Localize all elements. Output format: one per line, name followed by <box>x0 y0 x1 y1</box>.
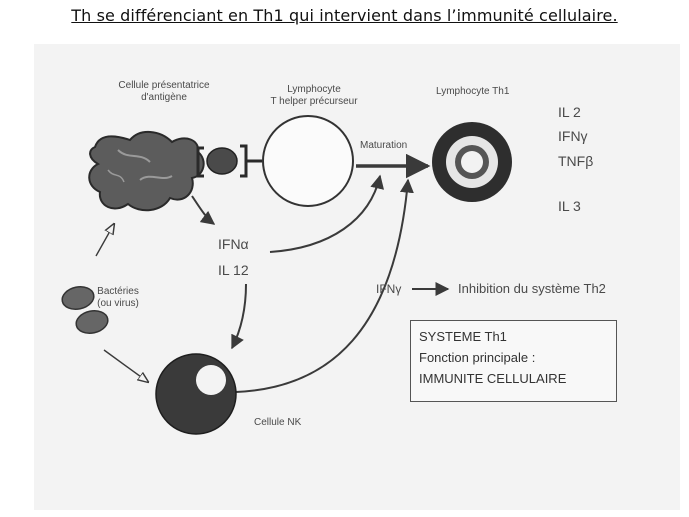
bacteria-label-line2: (ou virus) <box>97 298 139 309</box>
bacteria-to-nk-arrow <box>103 349 148 382</box>
precursor-lymphocyte <box>262 115 354 207</box>
nk-cell <box>155 353 237 435</box>
cytokine-tnf-beta: TNFβ <box>558 153 594 169</box>
system-box-line1: SYSTEME Th1 <box>419 329 507 344</box>
precursor-label: Lymphocyte T helper précurseur <box>244 84 384 108</box>
mhc-bracket <box>196 146 204 178</box>
apc-label-line1: Cellule présentatrice <box>118 80 210 91</box>
bacterium-1 <box>61 285 95 311</box>
apc-to-cytokine-arrow <box>191 195 216 225</box>
ifn-gamma-nk-label: IFNγ <box>376 282 402 296</box>
il12-to-nk-arrow <box>231 283 247 350</box>
cytokine-ifn-gamma: IFNγ <box>558 128 588 144</box>
il12-label: IL 12 <box>218 262 249 278</box>
nk-label: Cellule NK <box>254 417 302 428</box>
bacterium-2 <box>75 309 109 335</box>
diagram-background <box>34 44 680 510</box>
system-box-line2: Fonction principale : <box>419 350 536 365</box>
th1-label: Lymphocyte Th1 <box>436 86 510 97</box>
tcr-receptor <box>240 144 262 178</box>
bacteria-label-line1: Bactéries <box>97 286 139 297</box>
apc-cell <box>88 131 205 212</box>
maturation-label: Maturation <box>360 140 408 151</box>
slide-title: Th se différenciant en Th1 qui intervien… <box>71 6 618 25</box>
nk-to-maturation-arrow <box>235 178 414 393</box>
system-box-line3: IMMUNITE CELLULAIRE <box>419 371 567 386</box>
apc-label: Cellule présentatrice d'antigène <box>94 80 234 104</box>
bacteria-label: Bactéries (ou virus) <box>88 286 148 310</box>
il12-to-maturation-arrow <box>269 174 385 253</box>
inhibition-label: Inhibition du système Th2 <box>458 281 606 296</box>
bacteria-to-apc-arrow <box>95 224 114 257</box>
system-th1-box: SYSTEME Th1 Fonction principale : IMMUNI… <box>410 320 617 402</box>
precursor-label-line2: T helper précurseur <box>270 96 358 107</box>
apc-label-line2: d'antigène <box>141 92 187 103</box>
antigen-peptide <box>206 147 238 175</box>
ifn-alpha-label: IFNα <box>218 236 249 252</box>
cytokine-il2: IL 2 <box>558 104 581 120</box>
cytokine-il3: IL 3 <box>558 198 581 214</box>
precursor-label-line1: Lymphocyte <box>287 84 341 95</box>
